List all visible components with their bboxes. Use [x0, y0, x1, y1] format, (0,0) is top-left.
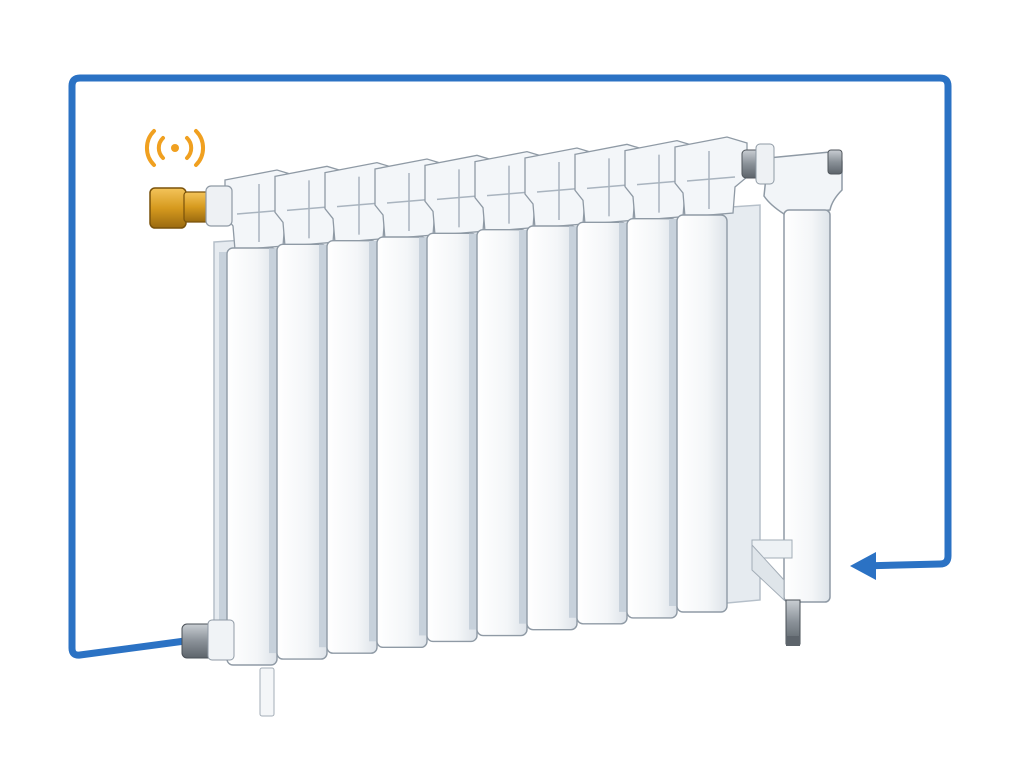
- bleed-valve-icon: [741, 143, 843, 185]
- fin-gap-shadow: [519, 230, 527, 624]
- header-groove: [686, 176, 736, 182]
- fin-gap-shadow: [269, 248, 277, 654]
- fin-gap-shadow: [619, 222, 627, 612]
- fin-gap-shadow: [369, 241, 377, 642]
- fin-gap-shadow: [669, 219, 677, 606]
- fin-gap-shadow: [319, 244, 327, 648]
- lower-inlet-fitting: [181, 619, 275, 717]
- fin-gap-shadow: [569, 226, 577, 618]
- radiator-header-cap: [674, 136, 748, 218]
- fin-gap-shadow: [219, 252, 227, 659]
- fin-gap-shadow: [419, 237, 427, 636]
- radiator-fin: [676, 214, 728, 613]
- wifi-signal-icon: [144, 129, 206, 167]
- radiator-header: [224, 136, 748, 251]
- brass-valve-icon: [149, 185, 233, 229]
- fin-gap-shadow: [469, 233, 477, 630]
- outlet-leg-fitting: [785, 599, 801, 646]
- circulation-pipe: [68, 74, 952, 659]
- radiator-end-section: [751, 151, 843, 603]
- radiator-fins: [219, 214, 728, 666]
- flow-arrow-head: [850, 552, 876, 580]
